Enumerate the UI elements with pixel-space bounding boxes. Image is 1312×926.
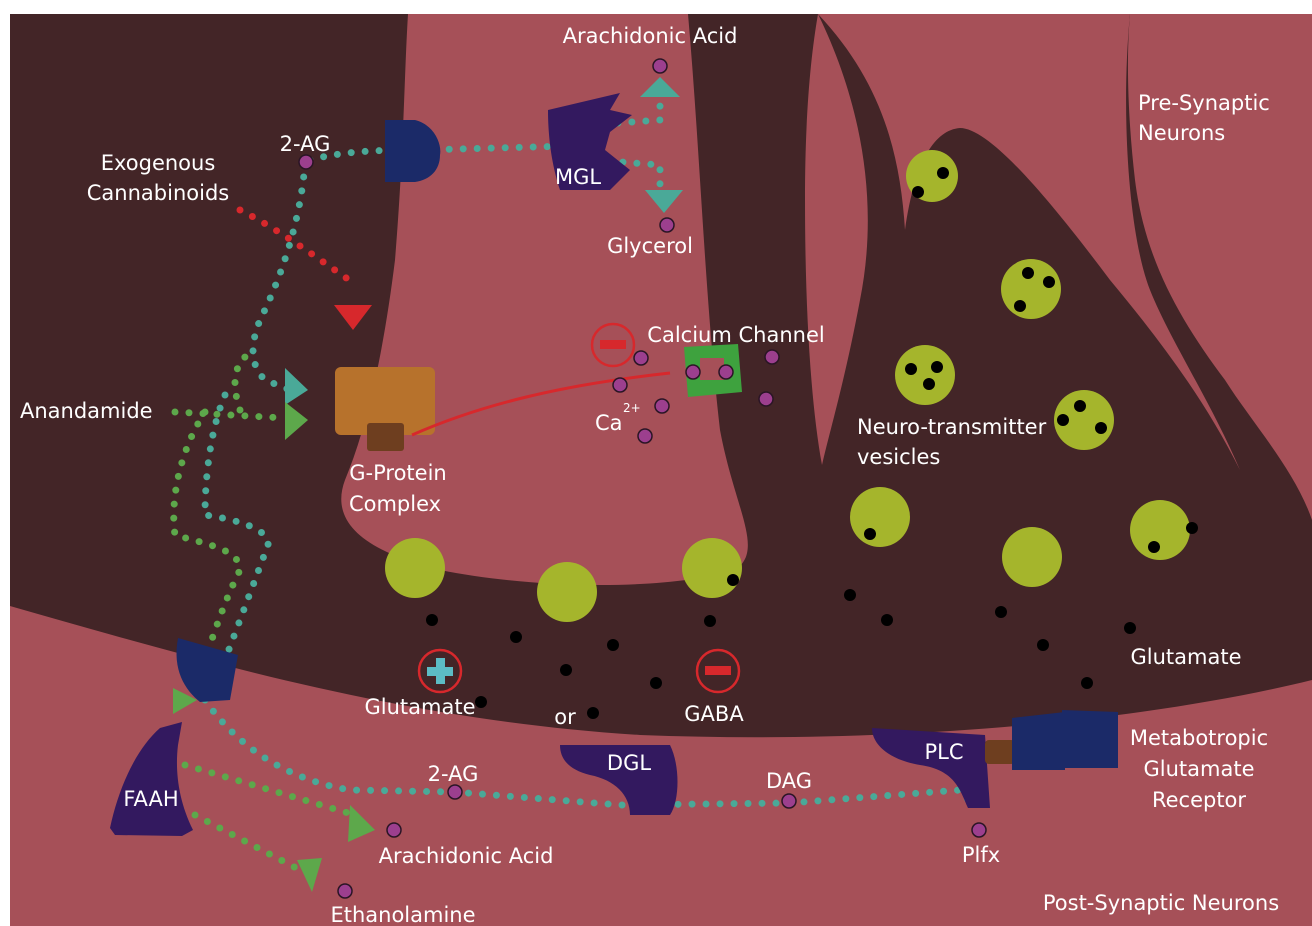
label-gaba: GABA [684,702,744,726]
label-2ag-bottom: 2-AG [428,762,479,786]
label-pre-synaptic: Pre-Synaptic [1138,91,1270,115]
label-glycerol: Glycerol [607,234,693,258]
label-calcium-channel: Calcium Channel [647,323,824,347]
label-or: or [554,705,576,729]
vesicle [1002,527,1062,587]
label-cannabinoids: Cannabinoids [87,181,229,205]
label-metabotropic-glutamate: Glutamate [1144,757,1255,781]
label-arachidonic-acid-top: Arachidonic Acid [563,24,738,48]
label-anandamide: Anandamide [20,399,153,423]
label-ethanolamine: Ethanolamine [330,903,475,926]
label-pre-synaptic-neurons: Neurons [1138,121,1225,145]
label-plfx: Plfx [962,843,1000,867]
label-2ag-top: 2-AG [280,132,331,156]
label-mgl: MGL [555,165,601,189]
label-g-protein: G-Protein [349,461,446,485]
label-glutamate-right: Glutamate [1131,645,1242,669]
vesicle [895,345,955,405]
label-arachidonic-acid-bottom: Arachidonic Acid [379,844,554,868]
label-post-synaptic-neurons: Post-Synaptic Neurons [1043,891,1279,915]
metabotropic-receptor [1012,710,1118,770]
vesicle [1130,500,1190,560]
label-metabotropic: Metabotropic [1130,726,1268,750]
label-ca-charge: 2+ [623,401,641,415]
label-dag: DAG [766,769,812,793]
label-dgl: DGL [607,751,651,775]
label-faah: FAAH [123,787,178,811]
label-ca: Ca [595,411,623,435]
vesicle [850,487,910,547]
label-plc: PLC [924,740,963,764]
label-receptor: Receptor [1152,788,1246,812]
label-vesicles: vesicles [857,445,940,469]
label-exogenous: Exogenous [101,151,216,175]
label-glutamate-left: Glutamate [365,695,476,719]
label-complex: Complex [349,492,441,516]
plc-linker [985,740,1015,764]
label-neurotransmitter: Neuro-transmitter [857,415,1047,439]
